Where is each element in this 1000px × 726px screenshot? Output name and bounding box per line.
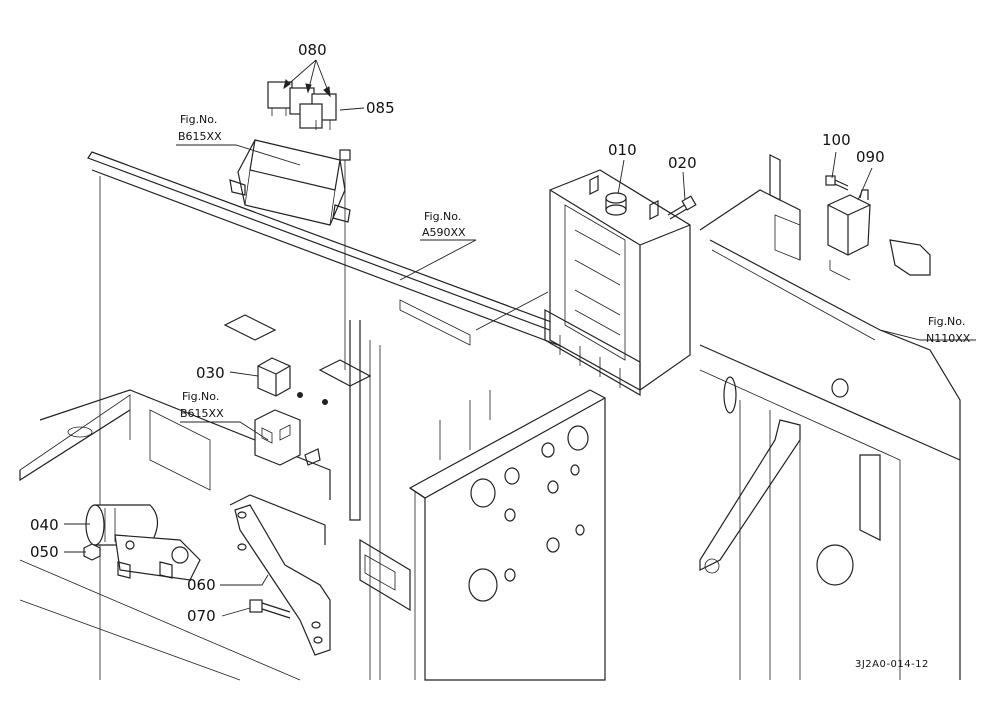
callout-085: 085 <box>366 99 395 117</box>
part-060-bracket <box>234 504 331 656</box>
part-020-screw <box>667 195 697 220</box>
callout-040: 040 <box>30 516 59 534</box>
diagram-code: 3J2A0-014-12 <box>855 659 929 670</box>
relay-socket <box>254 392 328 466</box>
callout-050: 050 <box>30 543 59 561</box>
fig-ref-n110-label: Fig.No. <box>928 315 965 328</box>
fig-ref-b615-top-code: B615XX <box>178 130 222 143</box>
part-030-relay <box>257 357 291 397</box>
part-010-controller <box>544 169 691 397</box>
fuse-box <box>229 139 351 370</box>
callout-090: 090 <box>856 148 885 166</box>
callout-100: 100 <box>822 131 851 149</box>
leader-lines <box>64 59 976 617</box>
callout-020: 020 <box>668 154 697 172</box>
part-080-relays <box>267 81 337 130</box>
callout-010: 010 <box>608 141 637 159</box>
part-070-bolt <box>249 599 291 619</box>
fig-ref-b615-mid-code: B615XX <box>180 407 224 420</box>
fig-ref-n110-code: N110XX <box>926 332 971 345</box>
part-050-nut <box>83 543 101 561</box>
part-090-relay <box>827 189 871 256</box>
callout-030: 030 <box>196 364 225 382</box>
callout-labels: 080 085 010 020 100 090 030 040 050 060 … <box>30 41 885 625</box>
frame-structure <box>19 151 961 681</box>
part-040-solenoid <box>85 504 201 581</box>
fig-ref-b615-top-label: Fig.No. <box>180 113 217 126</box>
figure-references: Fig.No. B615XX Fig.No. A590XX Fig.No. B6… <box>178 113 971 420</box>
fig-ref-a590-code: A590XX <box>422 226 466 239</box>
callout-080: 080 <box>298 41 327 59</box>
fig-ref-b615-mid-label: Fig.No. <box>182 390 219 403</box>
callout-060: 060 <box>187 576 216 594</box>
fig-ref-a590-label: Fig.No. <box>424 210 461 223</box>
callout-070: 070 <box>187 607 216 625</box>
part-100-screw <box>825 175 849 191</box>
